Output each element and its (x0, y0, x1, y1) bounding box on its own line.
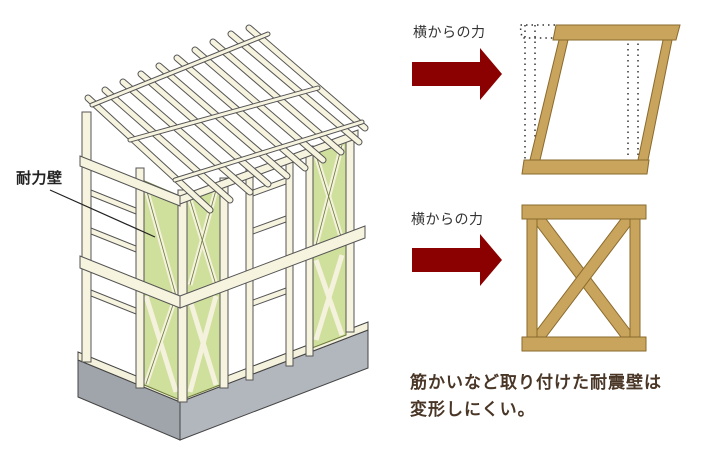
shear-wall-label: 耐力壁 (16, 169, 63, 187)
roof-rafters-fill (85, 25, 368, 213)
force-arrow-icon (412, 48, 502, 100)
force-arrow-icon (412, 234, 502, 286)
deformed-frame (519, 24, 681, 175)
braced-frame (521, 204, 647, 352)
caption-line-2: 変形しにくい。 (410, 400, 536, 420)
braces-outline (145, 144, 343, 385)
side-wall-rails (90, 177, 287, 315)
beams (79, 129, 366, 309)
lateral-force-label-top: 横からの力 (413, 25, 486, 41)
purlins-fill (90, 32, 364, 182)
caption: 筋かいなど取り付けた耐震壁は 変形しにくい。 (410, 370, 662, 424)
callout-leader-line (49, 189, 156, 238)
lateral-force-label-bottom: 横からの力 (411, 212, 484, 228)
caption-line-1: 筋かいなど取り付けた耐震壁は (410, 373, 662, 393)
